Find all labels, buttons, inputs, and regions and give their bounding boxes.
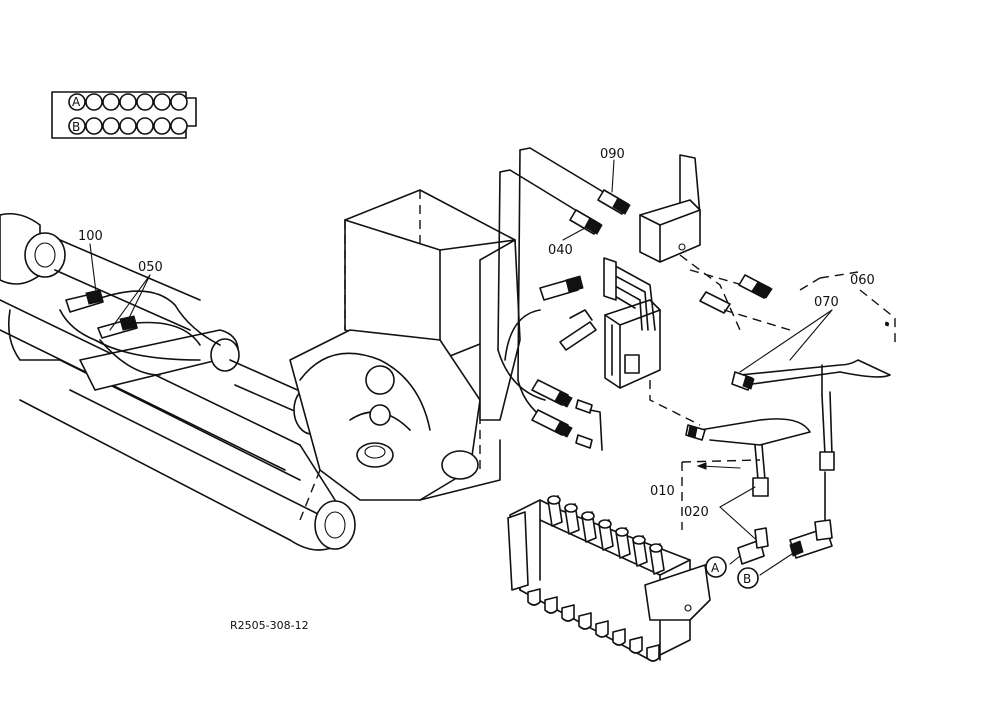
label-part-070: 070 xyxy=(814,295,839,310)
valve-port xyxy=(561,604,575,622)
valve-spool-cap xyxy=(649,543,663,553)
valve-port xyxy=(629,636,643,654)
connector-pin xyxy=(136,93,154,111)
upper-pipes xyxy=(497,147,631,426)
connector-pin xyxy=(68,117,86,135)
connector-pin xyxy=(119,117,137,135)
connector-pin xyxy=(68,93,86,111)
valve-spool-cap xyxy=(581,511,595,521)
connector-pin xyxy=(85,117,103,135)
connector-pin xyxy=(153,93,171,111)
valve-port xyxy=(612,628,626,646)
connector-pin xyxy=(170,93,188,111)
valve-spool-cap xyxy=(598,519,612,529)
connector-row-a-label: A xyxy=(72,95,81,109)
valve-port xyxy=(578,612,592,630)
marker-a-label: A xyxy=(711,561,720,575)
boom-assembly xyxy=(0,189,521,551)
valve-spool-cap xyxy=(547,495,561,505)
valve-port xyxy=(595,620,609,638)
connector-pin xyxy=(102,93,120,111)
valve-port xyxy=(527,588,541,606)
connector-row-b-label: B xyxy=(72,120,80,134)
connector-pin xyxy=(153,117,171,135)
valve-spool-cap xyxy=(632,535,646,545)
control-valve xyxy=(531,257,701,451)
connector-pin xyxy=(85,93,103,111)
label-part-090: 090 xyxy=(600,147,625,162)
connector-pin xyxy=(102,117,120,135)
valve-port xyxy=(646,644,660,662)
connector-block: A B xyxy=(51,91,197,139)
valve-spool-cap xyxy=(564,503,578,513)
mount-bracket xyxy=(639,154,761,331)
connector-pin xyxy=(119,93,137,111)
reference-number: R2505-308-12 xyxy=(230,619,309,632)
right-pipes xyxy=(681,271,896,576)
marker-a-circle xyxy=(705,556,727,578)
label-part-020: 020 xyxy=(684,505,709,520)
valve-bank xyxy=(507,495,711,662)
valve-port xyxy=(544,596,558,614)
label-part-050: 050 xyxy=(138,260,163,275)
label-part-100: 100 xyxy=(78,229,103,244)
label-part-060: 060 xyxy=(850,273,875,288)
connector-pin xyxy=(136,117,154,135)
boom-hoses xyxy=(59,243,221,376)
connector-pin xyxy=(170,117,188,135)
label-part-040: 040 xyxy=(548,243,573,258)
valve-spool-cap xyxy=(615,527,629,537)
label-part-010: 010 xyxy=(650,484,675,499)
marker-b-label: B xyxy=(743,572,751,586)
marker-b-circle xyxy=(737,567,759,589)
